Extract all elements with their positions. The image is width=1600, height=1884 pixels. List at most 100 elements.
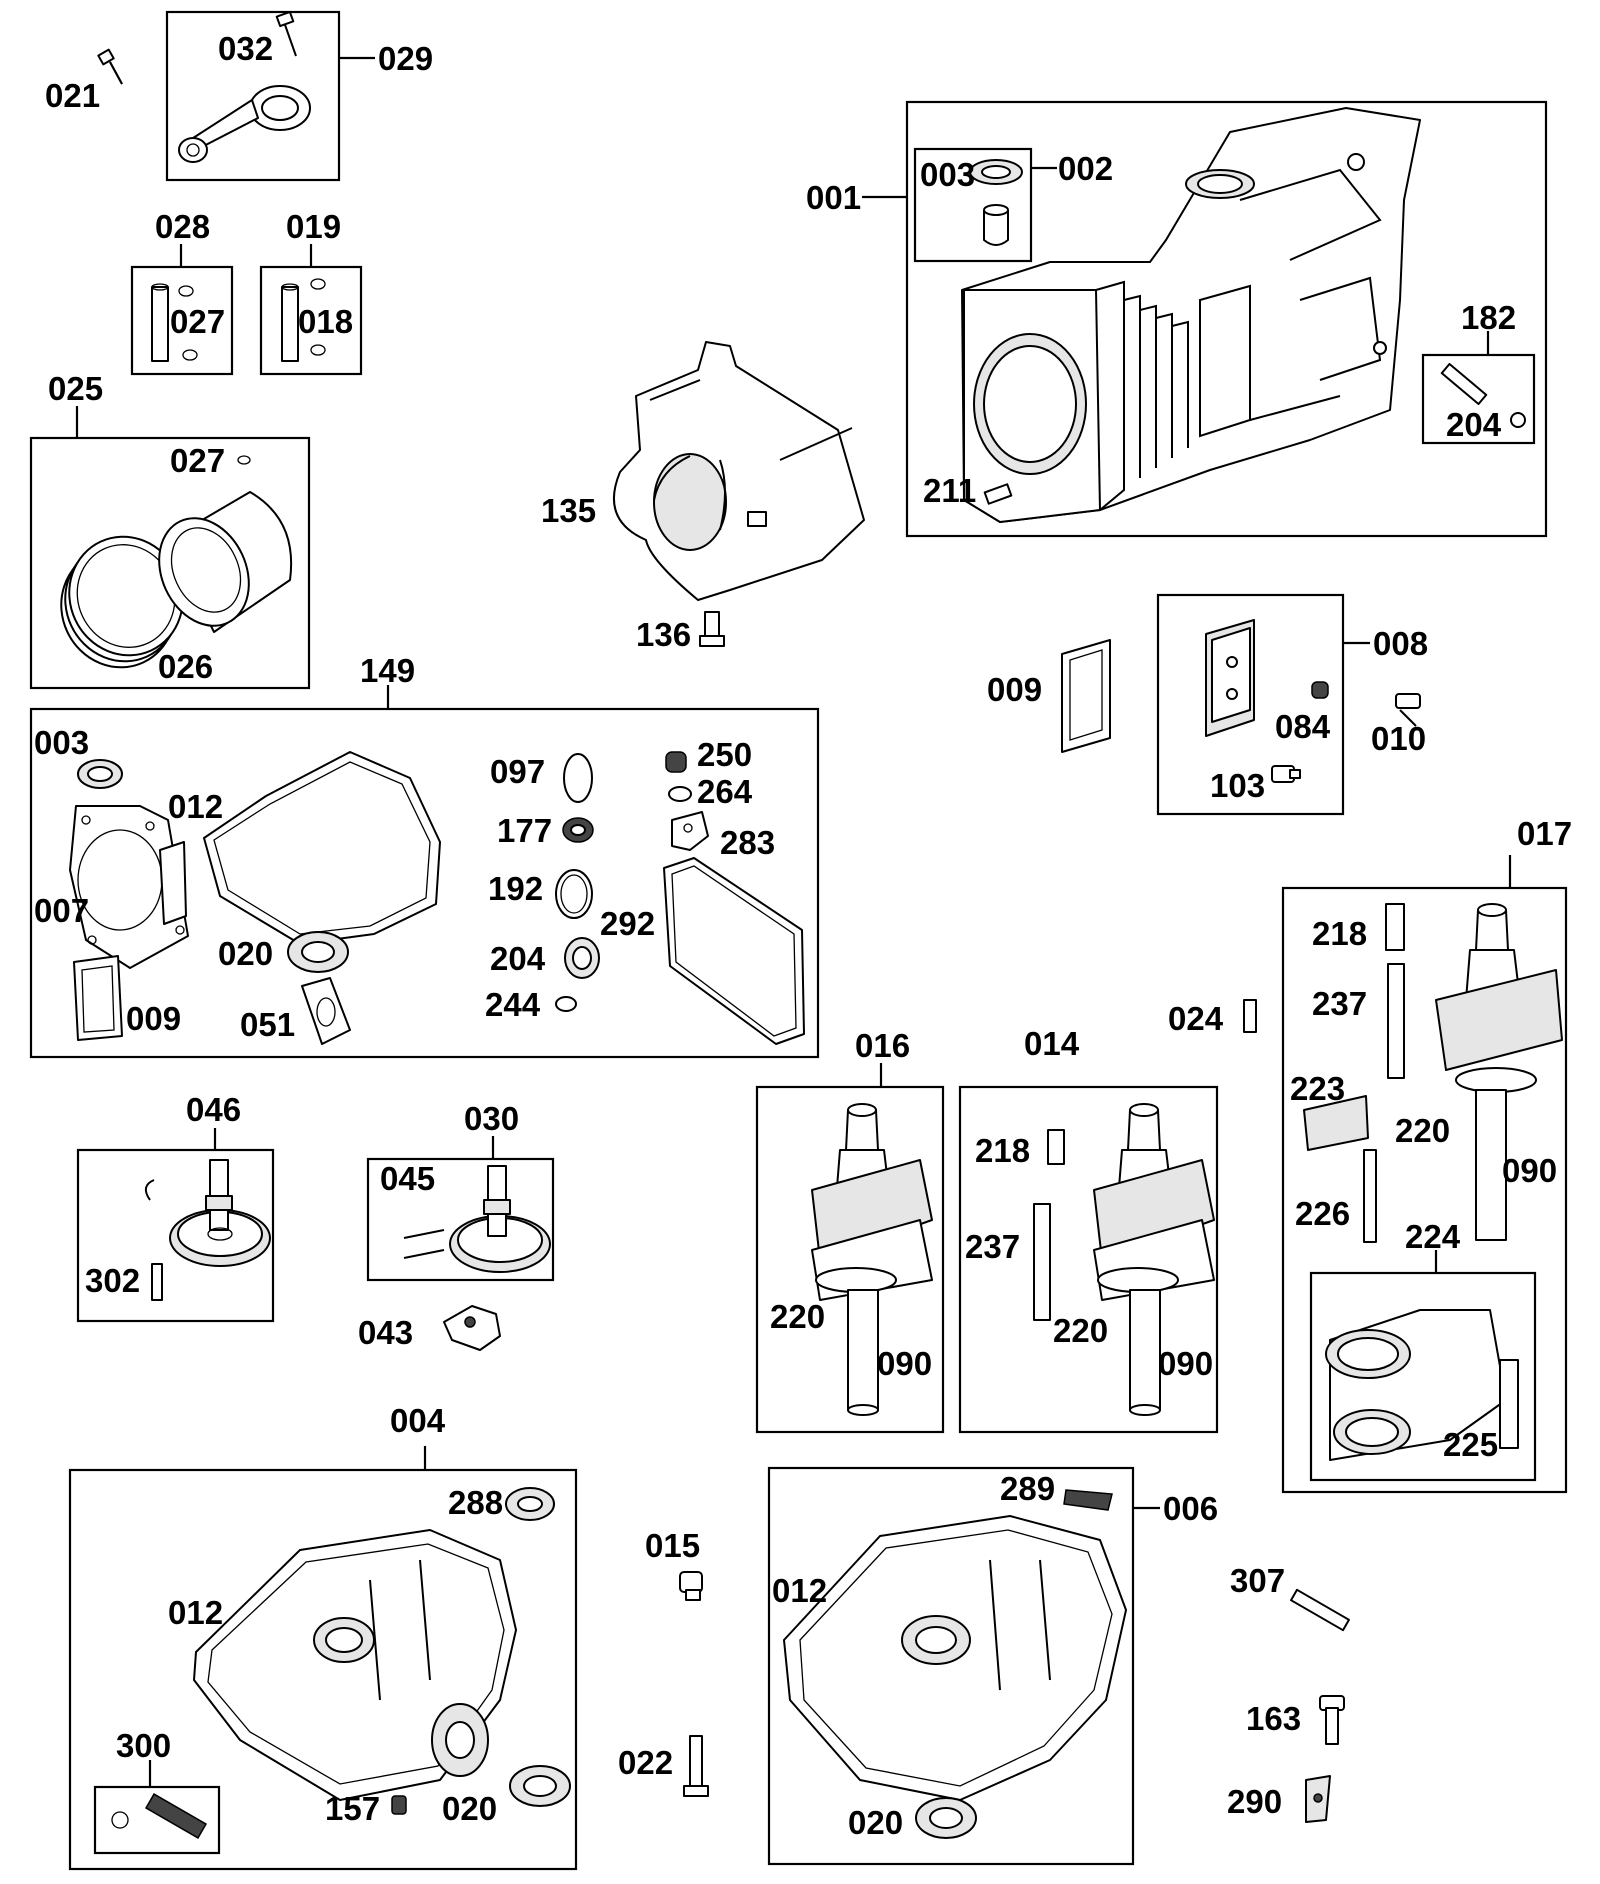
box-014 bbox=[958, 1085, 1219, 1434]
crankcase-shield-icon bbox=[612, 341, 865, 601]
governor-043-icon bbox=[443, 1305, 501, 1351]
label-177: 177 bbox=[497, 812, 552, 849]
leader-lines bbox=[75, 56, 1512, 1787]
label-224: 224 bbox=[1405, 1218, 1461, 1255]
label-103: 103 bbox=[1210, 767, 1265, 804]
box-030 bbox=[366, 1157, 555, 1282]
piston-rings-icon bbox=[60, 455, 293, 669]
label-283: 283 bbox=[720, 824, 775, 861]
label-307: 307 bbox=[1230, 1562, 1285, 1599]
label-003b: 003 bbox=[34, 724, 89, 761]
label-014: 014 bbox=[1024, 1025, 1080, 1062]
label-225: 225 bbox=[1443, 1426, 1498, 1463]
label-018: 018 bbox=[298, 303, 353, 340]
oil-sump-004-icon bbox=[193, 1487, 571, 1815]
label-028: 028 bbox=[155, 208, 210, 245]
label-015: 015 bbox=[645, 1527, 700, 1564]
piston-pin-019-icon bbox=[281, 278, 326, 362]
label-157: 157 bbox=[325, 1790, 380, 1827]
label-051: 051 bbox=[240, 1006, 295, 1043]
box-002 bbox=[913, 147, 1033, 263]
label-237a: 237 bbox=[1312, 985, 1367, 1022]
label-024: 024 bbox=[1168, 1000, 1224, 1037]
label-204a: 204 bbox=[1446, 406, 1502, 443]
group-boxes bbox=[29, 10, 1568, 1871]
label-012b: 012 bbox=[168, 1594, 223, 1631]
label-012a: 012 bbox=[168, 788, 223, 825]
label-302: 302 bbox=[85, 1262, 140, 1299]
camshaft-046-icon bbox=[144, 1159, 271, 1301]
label-218a: 218 bbox=[1312, 915, 1367, 952]
bracket-290-icon bbox=[1305, 1775, 1331, 1823]
label-084: 084 bbox=[1275, 708, 1331, 745]
label-030: 030 bbox=[464, 1100, 519, 1137]
label-223: 223 bbox=[1290, 1070, 1345, 1107]
pin-307-icon bbox=[1290, 1588, 1350, 1632]
label-020b: 020 bbox=[442, 1790, 497, 1827]
label-008: 008 bbox=[1373, 625, 1428, 662]
label-204b: 204 bbox=[490, 940, 546, 977]
box-224 bbox=[1309, 1271, 1537, 1482]
label-220a: 220 bbox=[770, 1298, 825, 1335]
label-007: 007 bbox=[34, 892, 89, 929]
box-006 bbox=[767, 1466, 1135, 1866]
label-163: 163 bbox=[1246, 1700, 1301, 1737]
label-090b: 090 bbox=[1158, 1345, 1213, 1382]
label-027a: 027 bbox=[170, 303, 225, 340]
label-292: 292 bbox=[600, 905, 655, 942]
piston-pin-028-icon bbox=[151, 283, 198, 362]
label-026: 026 bbox=[158, 648, 213, 685]
label-250: 250 bbox=[697, 736, 752, 773]
label-192: 192 bbox=[488, 870, 543, 907]
label-003a: 003 bbox=[920, 156, 975, 193]
label-016: 016 bbox=[855, 1027, 910, 1064]
bushing-002-icon bbox=[969, 159, 1023, 246]
box-001 bbox=[905, 100, 1548, 538]
label-009b: 009 bbox=[126, 1000, 181, 1037]
label-289: 289 bbox=[1000, 1470, 1055, 1507]
box-017 bbox=[1281, 886, 1568, 1494]
label-290: 290 bbox=[1227, 1783, 1282, 1820]
label-001: 001 bbox=[806, 179, 861, 216]
label-020a: 020 bbox=[218, 935, 273, 972]
label-032: 032 bbox=[218, 30, 273, 67]
label-149: 149 bbox=[360, 652, 415, 689]
label-019: 019 bbox=[286, 208, 341, 245]
label-244: 244 bbox=[485, 986, 541, 1023]
label-220b: 220 bbox=[1053, 1312, 1108, 1349]
label-218b: 218 bbox=[975, 1132, 1030, 1169]
plug-015-icon bbox=[679, 1571, 703, 1601]
crankshaft-016-icon bbox=[811, 1103, 933, 1416]
label-237b: 237 bbox=[965, 1228, 1020, 1265]
box-149 bbox=[29, 707, 820, 1059]
label-021: 021 bbox=[45, 77, 100, 114]
label-211: 211 bbox=[923, 472, 976, 509]
label-045: 045 bbox=[380, 1160, 435, 1197]
label-264: 264 bbox=[697, 773, 753, 810]
box-182 bbox=[1421, 353, 1536, 445]
bolt-163-icon bbox=[1319, 1695, 1345, 1745]
label-025: 025 bbox=[48, 370, 103, 407]
label-046: 046 bbox=[186, 1091, 241, 1128]
label-182: 182 bbox=[1461, 299, 1516, 336]
bolt-022-icon bbox=[683, 1735, 709, 1797]
label-017: 017 bbox=[1517, 815, 1572, 852]
dowel-pin-182-icon bbox=[1440, 362, 1526, 428]
key-024-icon bbox=[1243, 999, 1257, 1033]
dowel-211-icon bbox=[983, 483, 1013, 505]
box-300 bbox=[93, 1785, 221, 1855]
label-010: 010 bbox=[1371, 720, 1426, 757]
crankshaft-017-icon bbox=[1303, 903, 1563, 1461]
label-226: 226 bbox=[1295, 1195, 1350, 1232]
bolt-136-icon bbox=[699, 611, 725, 647]
label-006: 006 bbox=[1163, 1490, 1218, 1527]
label-012c: 012 bbox=[772, 1572, 827, 1609]
box-004 bbox=[68, 1468, 578, 1871]
label-002: 002 bbox=[1058, 150, 1113, 187]
plug-300-icon bbox=[111, 1793, 208, 1839]
label-090c: 090 bbox=[1502, 1152, 1557, 1189]
label-220c: 220 bbox=[1395, 1112, 1450, 1149]
label-027b: 027 bbox=[170, 442, 225, 479]
label-004: 004 bbox=[390, 1402, 446, 1439]
